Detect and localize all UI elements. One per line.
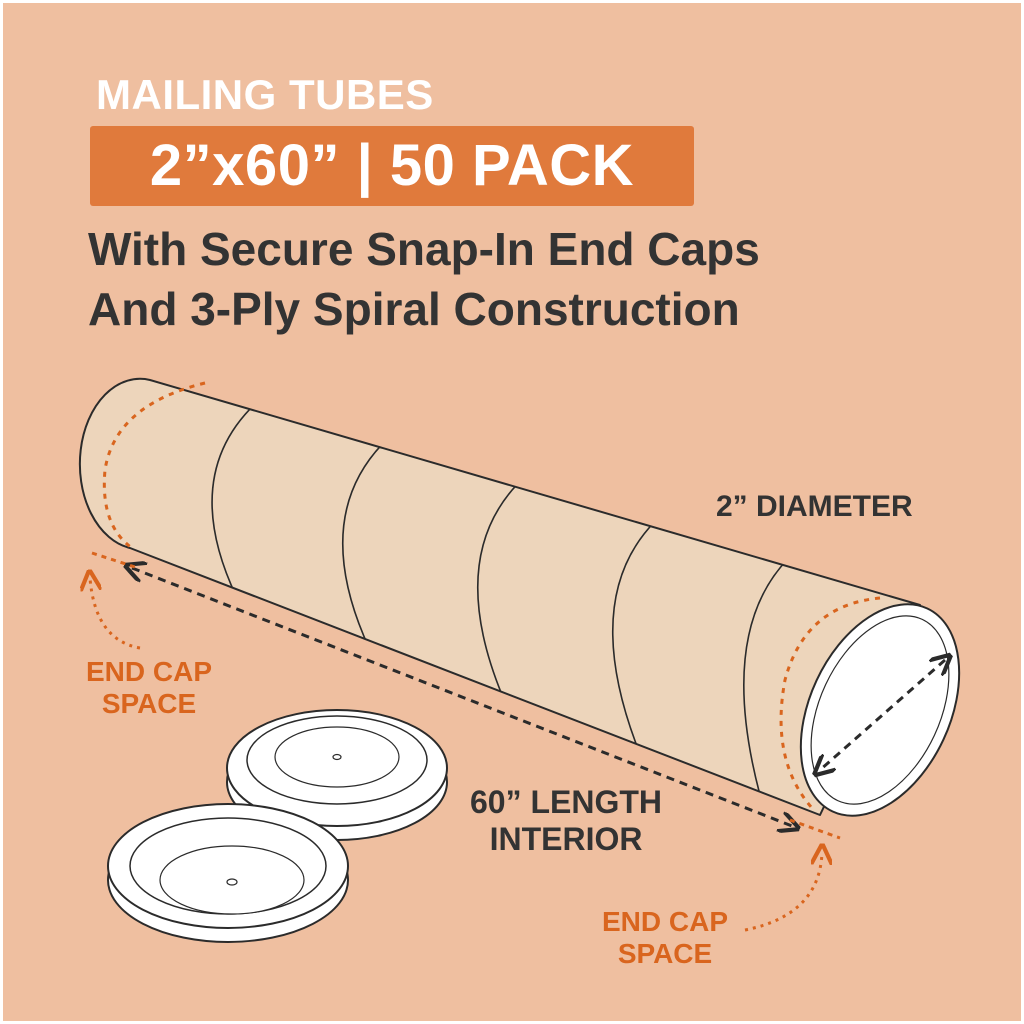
size-pack-text: 2”x60” | 50 PACK xyxy=(149,133,635,198)
end-cap-left-line-1: END CAP xyxy=(86,656,213,687)
diameter-label: 2” DIAMETER xyxy=(716,490,913,523)
length-label-line-1: 60” LENGTH xyxy=(470,784,663,820)
end-cap-left-arrow-icon xyxy=(90,578,141,650)
end-cap-icon xyxy=(107,709,448,943)
end-cap-right-line-1: END CAP xyxy=(602,906,729,937)
end-cap-space-left-label: END CAP SPACE xyxy=(86,656,212,721)
mailing-tube-illustration xyxy=(78,377,961,817)
size-pack-banner: 2”x60” | 50 PACK xyxy=(90,126,694,206)
eyebrow-title: MAILING TUBES xyxy=(96,71,434,118)
subheading-line-2: And 3-Ply Spiral Construction xyxy=(88,283,740,335)
end-cap-right-arrow-icon xyxy=(744,852,822,932)
length-label-line-2: INTERIOR xyxy=(489,821,643,858)
end-cap-left-line-2: SPACE xyxy=(101,688,197,720)
end-cap-space-right-label: END CAP SPACE xyxy=(602,906,728,971)
length-label: 60” LENGTH INTERIOR xyxy=(470,784,662,858)
length-arrow-icon xyxy=(132,568,792,826)
subheading-line-1: With Secure Snap-In End Caps xyxy=(88,223,760,275)
end-cap-right-line-2: SPACE xyxy=(617,938,713,970)
